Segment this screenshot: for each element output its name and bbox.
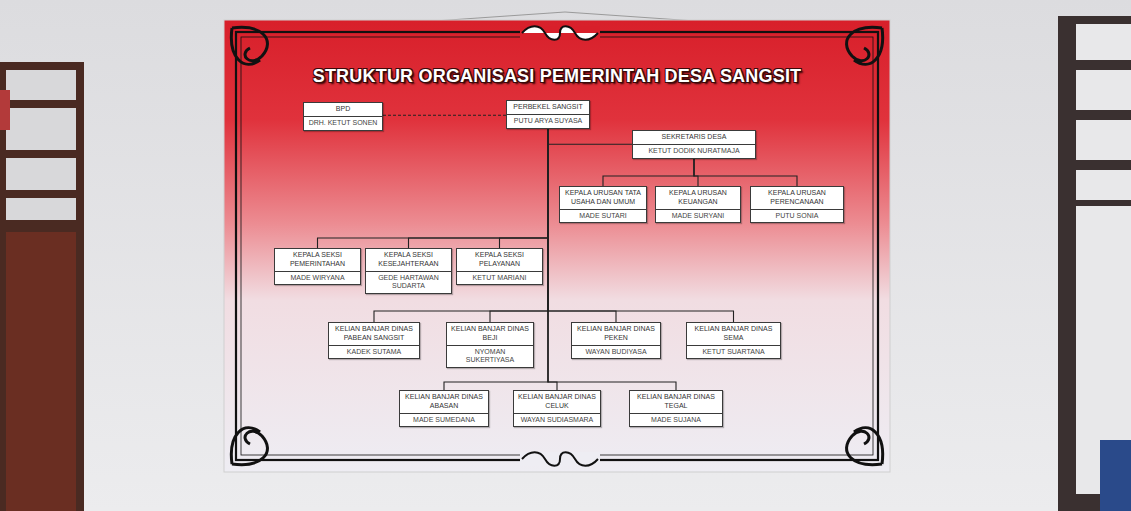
person-name: WAYAN BUDIYASA [572, 345, 660, 359]
position-title: KELIAN BANJAR DINAS TEGAL [630, 391, 722, 413]
org-box: KELIAN BANJAR DINAS PABEAN SANGSITKADEK … [328, 322, 420, 359]
org-connector [548, 129, 676, 391]
org-box: KEPALA SEKSI PEMERINTAHANMADE WIRYANA [274, 248, 361, 285]
decorative-frame [236, 32, 878, 460]
org-box: KELIAN BANJAR DINAS TEGALMADE SUJANA [629, 390, 723, 427]
org-connector [383, 115, 506, 116]
person-name: MADE SURYANI [656, 209, 740, 223]
org-connector [318, 129, 549, 249]
org-box: KEPALA URUSAN KEUANGANMADE SURYANI [655, 186, 741, 223]
org-box: KELIAN BANJAR DINAS ABASANMADE SUMEDANA [399, 390, 489, 427]
org-connector [548, 129, 557, 391]
org-box: KELIAN BANJAR DINAS BEJINYOMAN SUKERTIYA… [446, 322, 534, 368]
position-title: KEPALA URUSAN KEUANGAN [656, 187, 740, 209]
person-name: MADE WIRYANA [275, 271, 360, 285]
person-name: PUTU ARYA SUYASA [507, 114, 589, 128]
org-connector [490, 129, 548, 323]
position-title: KEPALA SEKSI KESEJAHTERAAN [366, 249, 451, 271]
org-connector [409, 129, 549, 249]
org-box: KELIAN BANJAR DINAS PEKENWAYAN BUDIYASA [571, 322, 661, 359]
org-box: KEPALA URUSAN PERENCANAANPUTU SONIA [750, 186, 844, 223]
org-box: PERBEKEL SANGSITPUTU ARYA SUYASA [506, 100, 590, 129]
chart-title: STRUKTUR ORGANISASI PEMERINTAH DESA SANG… [224, 66, 890, 87]
position-title: KELIAN BANJAR DINAS PEKEN [572, 323, 660, 345]
position-title: BPD [304, 103, 382, 116]
bottom-ornament [520, 452, 600, 466]
position-title: KEPALA URUSAN PERENCANAAN [751, 187, 843, 209]
position-title: KELIAN BANJAR DINAS ABASAN [400, 391, 488, 413]
right-window [1058, 16, 1131, 511]
person-name: GEDE HARTAWAN SUDARTA [366, 271, 451, 294]
person-name: WAYAN SUDIASMARA [514, 413, 600, 427]
org-connector [548, 129, 632, 145]
org-connector [603, 159, 694, 187]
org-connector [444, 129, 548, 391]
org-connector [500, 129, 549, 249]
org-box: KEPALA SEKSI PELAYANANKETUT MARIANI [456, 248, 543, 285]
position-title: KEPALA URUSAN TATA USAHA DAN UMUM [560, 187, 646, 209]
org-box: KELIAN BANJAR DINAS SEMAKETUT SUARTANA [686, 322, 781, 359]
person-name: KETUT SUARTANA [687, 345, 780, 359]
person-name: KADEK SUTAMA [329, 345, 419, 359]
position-title: SEKRETARIS DESA [633, 131, 755, 144]
person-name: KETUT MARIANI [457, 271, 542, 285]
left-door [0, 62, 84, 511]
person-name: MADE SUTARI [560, 209, 646, 223]
org-box: SEKRETARIS DESAKETUT DODIK NURATMAJA [632, 130, 756, 159]
position-title: KELIAN BANJAR DINAS CELUK [514, 391, 600, 413]
org-box: KELIAN BANJAR DINAS CELUKWAYAN SUDIASMAR… [513, 390, 601, 427]
person-name: MADE SUMEDANA [400, 413, 488, 427]
position-title: KEPALA SEKSI PELAYANAN [457, 249, 542, 271]
person-name: MADE SUJANA [630, 413, 722, 427]
top-ornament [520, 26, 600, 40]
org-connector [694, 159, 698, 187]
org-box: BPDDRH. KETUT SONEN [303, 102, 383, 131]
position-title: KEPALA SEKSI PEMERINTAHAN [275, 249, 360, 271]
org-connector [694, 159, 797, 187]
org-box: KEPALA SEKSI KESEJAHTERAANGEDE HARTAWAN … [365, 248, 452, 294]
position-title: KELIAN BANJAR DINAS BEJI [447, 323, 533, 345]
person-name: DRH. KETUT SONEN [304, 116, 382, 130]
org-box: KEPALA URUSAN TATA USAHA DAN UMUMMADE SU… [559, 186, 647, 223]
position-title: KELIAN BANJAR DINAS SEMA [687, 323, 780, 345]
person-name: PUTU SONIA [751, 209, 843, 223]
banner [224, 20, 890, 472]
position-title: KELIAN BANJAR DINAS PABEAN SANGSIT [329, 323, 419, 345]
position-title: PERBEKEL SANGSIT [507, 101, 589, 114]
person-name: NYOMAN SUKERTIYASA [447, 345, 533, 368]
person-name: KETUT DODIK NURATMAJA [633, 144, 755, 158]
org-connector [548, 129, 616, 323]
corner-ornaments [231, 27, 882, 464]
